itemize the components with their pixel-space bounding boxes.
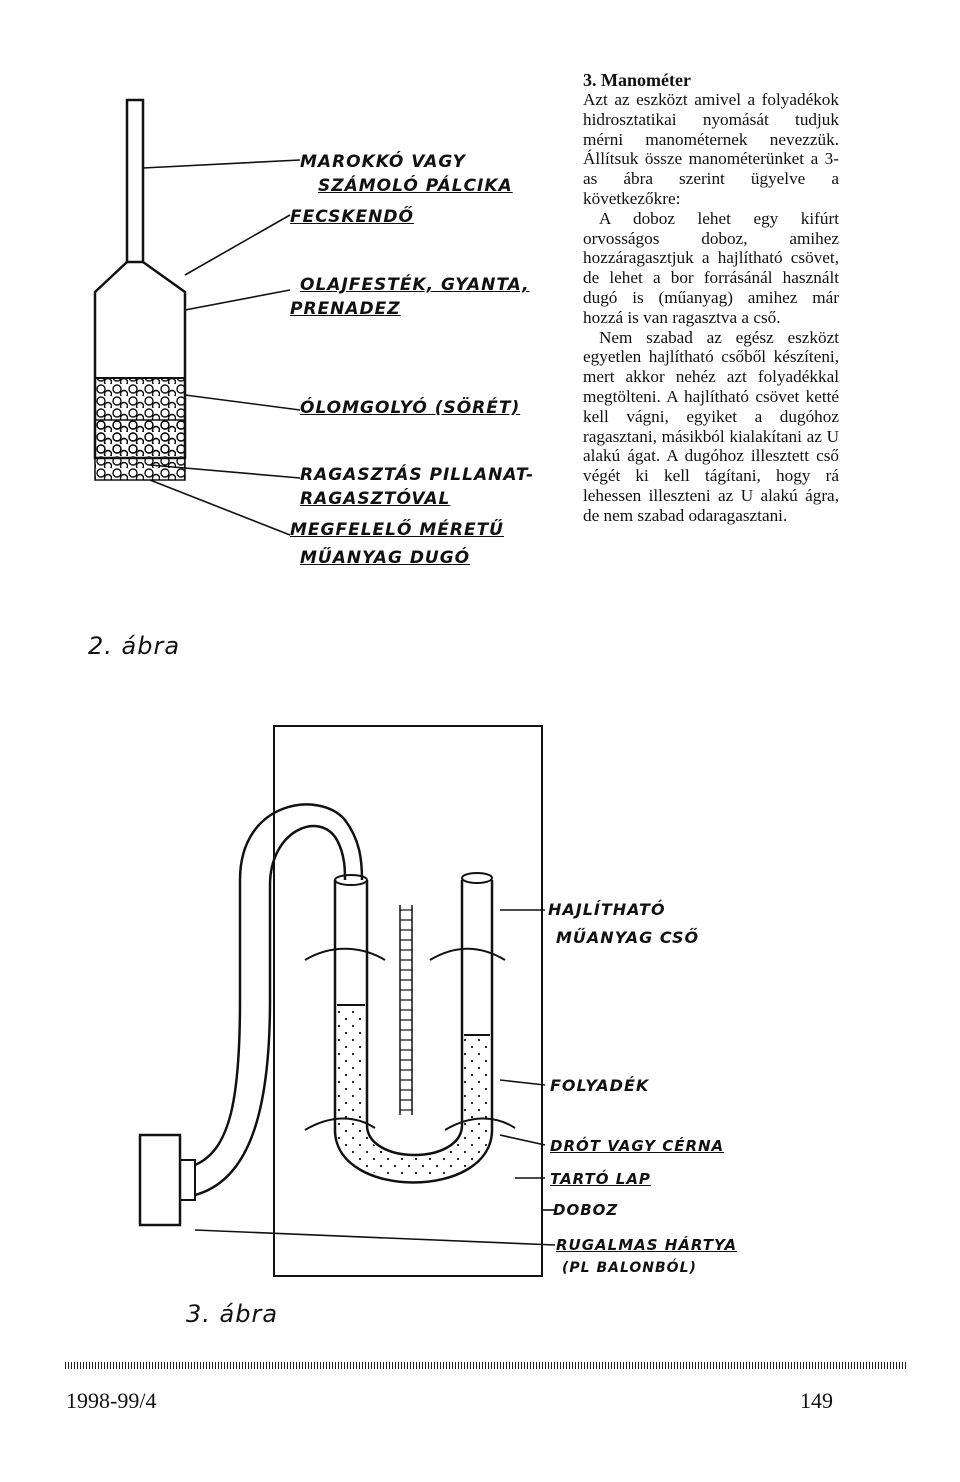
liquid-shape [337,1005,490,1179]
label-board: TARTÓ LAP [550,1170,651,1188]
article-paragraph-2: A doboz lehet egy kifúrt orvosságos dobo… [583,208,839,327]
issue-number: 1998-99/4 [66,1388,157,1413]
label-stick-2: SZÁMOLÓ PÁLCIKA [318,176,513,196]
label-box: DOBOZ [553,1201,619,1219]
label-paint-2: PRENADEZ [290,299,401,319]
figure-3-caption: 3. ábra [186,1300,279,1328]
article-paragraph-1: Azt az eszközt amivel a folyadékok hidro… [583,90,839,208]
article: 3. Manométer Azt az eszközt amivel a fol… [583,70,839,526]
board-shape [273,725,543,1277]
label-tube-2: MŰANYAG CSŐ [556,928,700,947]
figure-2-caption: 2. ábra [88,632,181,660]
label-pellets: ÓLOMGOLYÓ (SÖRÉT) [300,398,521,418]
label-stick-1: MAROKKÓ VAGY [300,152,466,172]
page-number: 149 [800,1388,833,1413]
label-glue-2: RAGASZTÓVAL [300,489,451,509]
label-tube-1: HAJLÍTHATÓ [548,900,666,919]
figure-3-drawing [138,725,556,1277]
article-heading: 3. Manométer [583,70,691,90]
article-paragraph-3: Nem szabad az egész eszközt egyetlen haj… [583,327,839,525]
stick-shape [125,98,145,264]
label-stopper-1: MEGFELELŐ MÉRETŰ [290,520,504,540]
label-wire: DRÓT VAGY CÉRNA [550,1137,725,1155]
stopper-shape [94,419,186,481]
label-glue-1: RAGASZTÁS PILLANAT- [300,465,535,485]
label-membrane-1: RUGALMAS HÁRTYA [556,1236,738,1254]
u-tube-shape [333,880,494,1184]
label-membrane-2: (PL BALONBÓL) [562,1260,697,1276]
label-liquid: FOLYADÉK [550,1076,650,1095]
label-syringe: FECSKENDŐ [290,207,414,227]
label-paint-1: OLAJFESTÉK, GYANTA, [300,275,530,295]
label-stopper-2: MŰANYAG DUGÓ [300,548,471,568]
footer-rule [65,1362,908,1369]
box-shape [138,1133,182,1227]
